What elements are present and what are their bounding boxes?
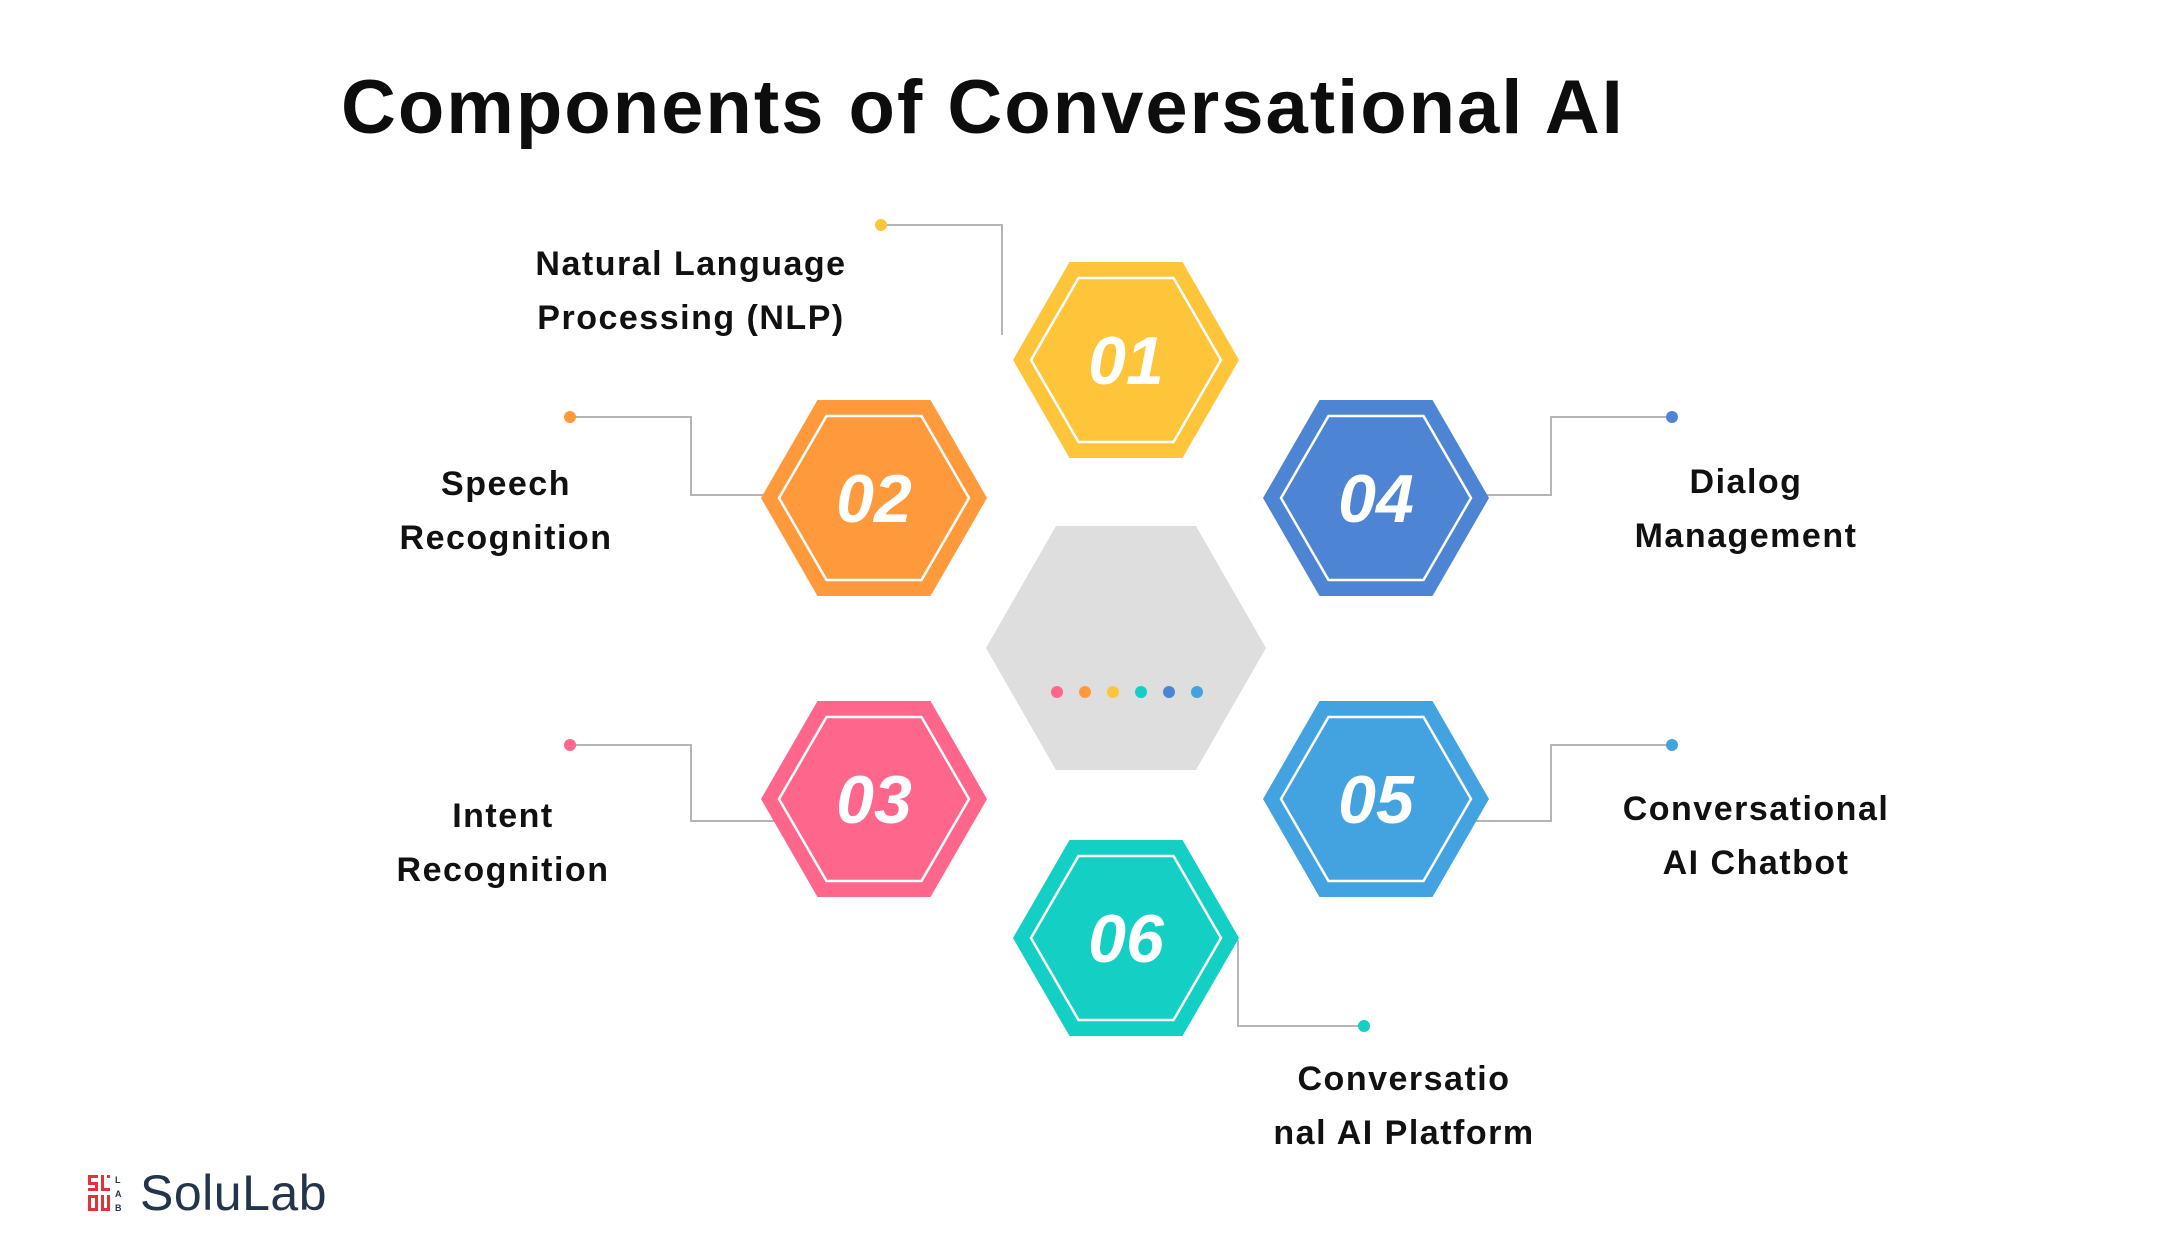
connector-line: [1237, 940, 1364, 1027]
center-dot: [1079, 686, 1091, 698]
connector-dot: [564, 739, 576, 751]
hexagon-inner-outline: [777, 715, 971, 883]
hexagon-inner-outline: [1279, 715, 1473, 883]
connector-line: [1476, 744, 1672, 822]
connector-line: [570, 744, 778, 822]
label-line: Intent: [452, 797, 554, 835]
hexagon-03: [761, 701, 987, 897]
connector-dot: [1666, 411, 1678, 423]
hexagon-inner-outline: [777, 414, 971, 582]
connector-dot: [1666, 739, 1678, 751]
center-dot: [1051, 686, 1063, 698]
label-line: Conversatio: [1297, 1060, 1511, 1098]
page-title: Components of Conversational AI: [341, 65, 1625, 150]
center-hexagon: [986, 526, 1266, 770]
connector-dot: [564, 411, 576, 423]
connector-line: [570, 416, 765, 496]
label-speech-recognition: Speech Recognition: [400, 457, 613, 565]
hexagon-inner-outline: [1029, 854, 1223, 1022]
label-conversational-ai-platform: Conversatio nal AI Platform: [1273, 1052, 1534, 1160]
label-line: Natural Language: [535, 245, 847, 283]
label-line: Speech: [441, 465, 571, 503]
label-line: nal AI Platform: [1273, 1114, 1535, 1152]
label-line: Recognition: [399, 519, 613, 557]
hexagon-inner-outline: [1029, 276, 1223, 444]
hexagon-inner-outline: [1279, 414, 1473, 582]
svg-text:A: A: [115, 1189, 122, 1199]
hexagon-number: 01: [1088, 323, 1164, 399]
label-intent-recognition: Intent Recognition: [397, 789, 610, 897]
hexagon-number: 04: [1338, 461, 1414, 537]
label-line: Dialog: [1689, 463, 1803, 501]
hexagon-number: 05: [1338, 762, 1415, 838]
hexagon-04: [1263, 400, 1489, 596]
center-dot: [1107, 686, 1119, 698]
logo-text: SoluLab: [140, 1165, 327, 1221]
label-conversational-ai-chatbot: Conversational AI Chatbot: [1623, 782, 1890, 890]
label-line: AI Chatbot: [1662, 844, 1850, 882]
connector-dot: [875, 219, 887, 231]
connector-line: [881, 224, 1003, 335]
hexagon-number: 06: [1088, 901, 1165, 977]
hexagon-02: [761, 400, 987, 596]
label-line: Management: [1634, 517, 1858, 555]
label-nlp: Natural Language Processing (NLP): [535, 237, 846, 345]
hexagon-number: 02: [836, 461, 912, 537]
center-dot: [1163, 686, 1175, 698]
label-dialog-management: Dialog Management: [1635, 455, 1858, 563]
svg-text:B: B: [115, 1203, 122, 1213]
center-dot: [1135, 686, 1147, 698]
connector-line: [1487, 416, 1672, 496]
svg-text:L: L: [115, 1175, 121, 1185]
hexagon-01: [1013, 262, 1239, 458]
hexagon-06: [1013, 840, 1239, 1036]
label-line: Recognition: [396, 851, 610, 889]
label-line: Processing (NLP): [537, 299, 845, 337]
connector-dot: [1358, 1020, 1370, 1032]
label-line: Conversational: [1622, 790, 1890, 828]
center-dot: [1191, 686, 1203, 698]
hexagon-number: 03: [836, 762, 912, 838]
solulab-logo-mark-icon: LAB: [88, 1175, 122, 1213]
hexagon-05: [1263, 701, 1489, 897]
